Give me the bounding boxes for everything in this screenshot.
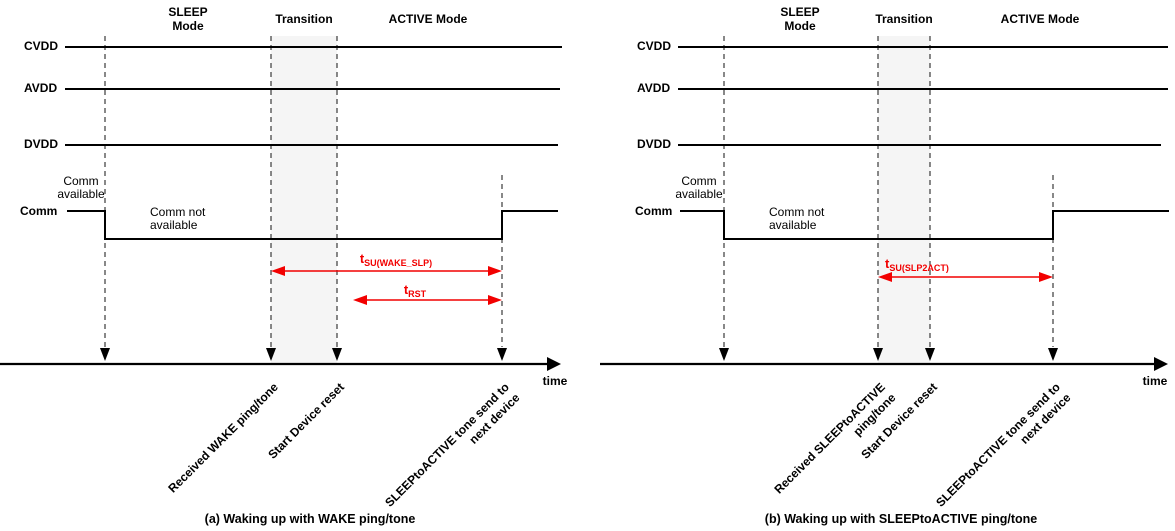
timing-arrowhead xyxy=(353,295,367,305)
down-arrow xyxy=(719,348,729,361)
down-arrow xyxy=(497,348,507,361)
signal-label-comm: Comm xyxy=(20,204,58,218)
down-arrow xyxy=(873,348,883,361)
comm-available-note: Comm available xyxy=(56,175,106,201)
signal-label-comm: Comm xyxy=(635,204,673,218)
comm-not-available-note: Comm not available xyxy=(769,206,824,232)
comm-available-line2: available xyxy=(57,187,105,201)
mode-label-transition: Transition xyxy=(875,12,933,26)
down-arrow xyxy=(266,348,276,361)
timing-arrowhead xyxy=(878,272,892,282)
timing-arrowhead xyxy=(488,295,502,305)
panel-a-drawing xyxy=(0,36,562,371)
mode-label-sleep: SLEEP Mode xyxy=(138,5,238,33)
comm-available-line1: Comm xyxy=(63,174,99,188)
timing-label-sub: SU(SLP2ACT) xyxy=(889,263,949,273)
timing-arrowhead xyxy=(488,266,502,276)
time-axis-arrowhead xyxy=(547,357,561,371)
mode-label-sleep-line1: SLEEP xyxy=(168,5,208,19)
comm-not-available-line2: available xyxy=(150,218,198,232)
down-arrow xyxy=(925,348,935,361)
timing-label-rst: tRST xyxy=(375,283,455,301)
mode-label-sleep-line2: Mode xyxy=(784,19,816,33)
mode-label-active: ACTIVE Mode xyxy=(1000,12,1080,26)
caption-a: (a) Waking up with WAKE ping/tone xyxy=(204,512,416,526)
comm-waveform xyxy=(67,210,558,240)
down-arrow xyxy=(1048,348,1058,361)
timing-label-su-wake-slp: tSU(WAKE_SLP) xyxy=(336,252,456,270)
signal-label-cvdd: CVDD xyxy=(637,39,672,53)
panel-a: SLEEP Mode Transition ACTIVE Mode CVDD A… xyxy=(0,5,568,526)
timing-label-main: t xyxy=(885,256,890,271)
transition-band xyxy=(271,36,337,364)
down-arrow xyxy=(100,348,110,361)
comm-not-available-note: Comm not available xyxy=(150,206,205,232)
timing-label-sub: RST xyxy=(408,289,427,299)
time-axis-label: time xyxy=(1142,374,1168,388)
mode-label-sleep-line1: SLEEP xyxy=(780,5,820,19)
time-axis-label: time xyxy=(542,374,568,388)
signal-label-dvdd: DVDD xyxy=(24,137,59,151)
caption-b: (b) Waking up with SLEEPtoACTIVE ping/to… xyxy=(764,512,1038,526)
comm-available-line2: available xyxy=(675,187,723,201)
comm-available-line1: Comm xyxy=(681,174,717,188)
comm-waveform xyxy=(680,210,1169,240)
comm-not-available-line2: available xyxy=(769,218,817,232)
down-arrow xyxy=(332,348,342,361)
mode-label-sleep: SLEEP Mode xyxy=(750,5,850,33)
panel-b: SLEEP Mode Transition ACTIVE Mode CVDD A… xyxy=(585,0,1175,531)
signal-label-avdd: AVDD xyxy=(24,81,58,95)
comm-not-available-line1: Comm not xyxy=(769,205,825,219)
time-axis-arrowhead xyxy=(1154,357,1168,371)
comm-not-available-line1: Comm not xyxy=(150,205,206,219)
signal-label-avdd: AVDD xyxy=(637,81,671,95)
signal-label-dvdd: DVDD xyxy=(637,137,672,151)
mode-label-transition: Transition xyxy=(275,12,333,26)
transition-band xyxy=(878,36,930,364)
mode-label-active: ACTIVE Mode xyxy=(388,12,468,26)
timing-label-main: t xyxy=(359,251,365,266)
timing-arrowhead xyxy=(271,266,285,276)
comm-available-note: Comm available xyxy=(674,175,724,201)
timing-label-main: t xyxy=(403,282,409,297)
mode-label-sleep-line2: Mode xyxy=(172,19,204,33)
timing-label-su-slp2act: tSU(SLP2ACT) xyxy=(885,257,949,275)
panel-b-drawing xyxy=(600,36,1169,371)
timing-arrowhead xyxy=(1039,272,1053,282)
signal-label-cvdd: CVDD xyxy=(24,39,59,53)
timing-label-sub: SU(WAKE_SLP) xyxy=(364,258,433,268)
